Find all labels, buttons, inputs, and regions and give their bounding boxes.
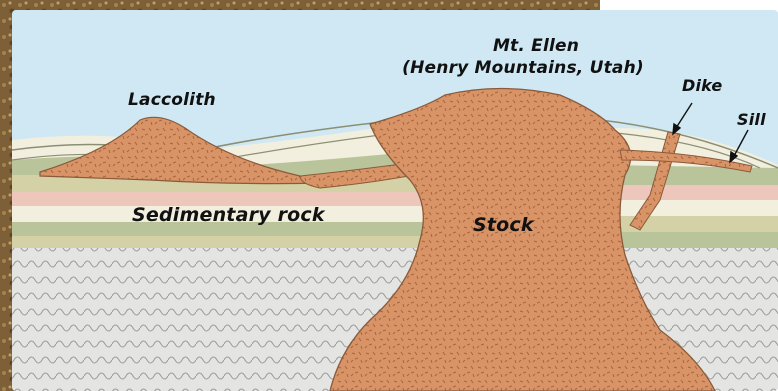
sill-label: Sill [737,112,766,129]
laccolith-label: Laccolith [128,92,216,110]
stock-label: Stock [473,216,534,236]
peak-location-label: (Henry Mountains, Utah) [398,60,648,78]
sedimentary-rock-label: Sedimentary rock [132,206,325,226]
peak-name-label: Mt. Ellen [476,38,596,56]
dike-label: Dike [682,78,723,95]
